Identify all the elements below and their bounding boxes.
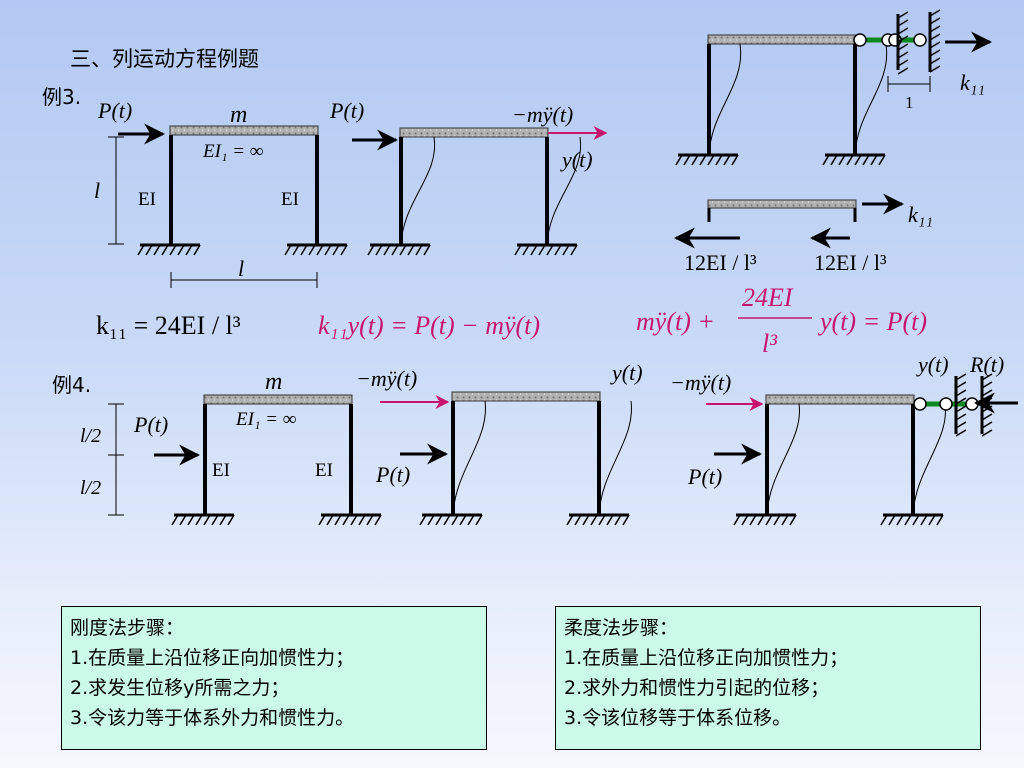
ex4-c-reaction-label: R(t) xyxy=(969,352,1004,377)
ex4-beam-rigidity: EI₁ = ∞ xyxy=(235,409,296,430)
flexibility-method-title: 柔度法步骤： xyxy=(564,617,679,639)
stiffness-method-title: 刚度法步骤： xyxy=(70,617,185,639)
flexibility-method-box: 柔度法步骤： 1.在质量上沿位移正向加惯性力； 2.求外力和惯性力引起的位移； … xyxy=(555,606,981,750)
page-title: 三、列运动方程例题 xyxy=(70,47,259,71)
ex4-b-beam xyxy=(451,391,601,402)
ex3-fbd-beam xyxy=(707,199,857,209)
ex4-column-right-label: EI xyxy=(315,460,333,481)
ex4-support-left xyxy=(171,513,235,526)
ex3-c-hinge-1 xyxy=(853,33,867,47)
ex3-eq-balance: k₁₁y(t) = P(t) − mÿ(t) xyxy=(318,311,540,340)
stiffness-step-1: 1.在质量上沿位移正向加惯性力； xyxy=(70,647,355,669)
ex3-frame-c: k₁₁ 1 xyxy=(675,9,993,166)
ex3-frame-a: 例3. P(t) m EI₁ = ∞ EI EI l xyxy=(42,85,348,288)
ex3-eq-motion: mÿ(t) + 24EI l³ y(t) = P(t) xyxy=(636,283,927,358)
ex3-c-wall-outer xyxy=(928,9,941,73)
ex3-c-support-left xyxy=(675,153,739,166)
ex4-frame-b: −mÿ(t) y(t) P(t) xyxy=(356,360,643,526)
ex4-height-dimension xyxy=(108,403,124,516)
ex3-support-left xyxy=(137,243,201,256)
ex3-eq-motion-denominator: l³ xyxy=(762,329,778,358)
ex3-c-hinge-4 xyxy=(913,33,927,47)
ex3-free-body: k₁₁ 12EI / l³ 12EI / l³ xyxy=(673,193,933,275)
ex3-label: 例3. xyxy=(42,85,81,109)
ex3-mass-label: m xyxy=(230,102,247,128)
ex4-frame-c: −mÿ(t) P(t) y(t) R(t) xyxy=(670,352,1018,526)
ex3-c-stiffness-label: k₁₁ xyxy=(960,70,985,95)
ex3-height-label: l xyxy=(94,178,100,203)
ex4-c-beam xyxy=(765,394,915,405)
ex3-c-unit-dimension xyxy=(887,76,931,92)
ex4-beam xyxy=(203,394,353,405)
ex4-b-displacement-label: y(t) xyxy=(610,360,643,385)
ex4-c-inertia-label: −mÿ(t) xyxy=(670,370,731,395)
ex4-c-hinge-2 xyxy=(939,397,953,411)
ex4-b-load-label: P(t) xyxy=(375,462,410,487)
ex3-column-left-label: EI xyxy=(138,189,156,210)
ex4-c-hinge-1 xyxy=(913,397,927,411)
ex3-span-label: l xyxy=(238,256,244,281)
ex3-frame-b: P(t) −mÿ(t) y(t) xyxy=(329,98,608,256)
ex3-beam-rigidity: EI₁ = ∞ xyxy=(202,141,263,162)
ex3-inertia-label: −mÿ(t) xyxy=(512,102,573,127)
flexibility-step-2: 2.求外力和惯性力引起的位移； xyxy=(564,677,830,699)
ex3-c-deflected-left xyxy=(708,43,742,156)
ex4-support-right xyxy=(318,513,382,526)
ex3-b-deflected-right xyxy=(546,136,582,246)
ex4-b-deflected-right xyxy=(598,400,632,516)
stiffness-step-2: 2.求发生位移y所需之力； xyxy=(70,677,290,699)
ex3-fbd-stiffness-label: k₁₁ xyxy=(908,202,933,227)
ex3-c-wall-inner xyxy=(896,11,909,75)
ex3-load-label: P(t) xyxy=(97,98,132,123)
ex4-half-lower-label: l/2 xyxy=(80,477,101,499)
ex3-c-deflected-right xyxy=(854,43,888,156)
ex4-load-label: P(t) xyxy=(133,412,168,437)
ex4-c-wall-inner xyxy=(954,373,967,437)
ex4-b-deflected-left xyxy=(452,400,486,516)
ex4-c-deflected-left xyxy=(766,403,800,516)
ex3-eq-stiffness: k₁₁ = 24EI / l³ xyxy=(96,311,241,340)
ex3-eq-motion-right: y(t) = P(t) xyxy=(817,307,927,336)
ex3-support-right xyxy=(284,243,348,256)
ex4-c-deflected-right xyxy=(912,403,946,516)
ex3-fbd-shear-left-label: 12EI / l³ xyxy=(684,250,757,275)
ex3-displacement-label: y(t) xyxy=(560,147,593,172)
ex3-eq-motion-left: mÿ(t) + xyxy=(636,307,715,336)
ex3-b-beam xyxy=(399,127,549,138)
ex4-c-load-label: P(t) xyxy=(687,464,722,489)
ex4-c-support-left xyxy=(733,513,797,526)
ex4-column-left-label: EI xyxy=(212,460,230,481)
ex4-b-support-right xyxy=(566,513,630,526)
ex3-column-right-label: EI xyxy=(281,189,299,210)
ex3-c-beam xyxy=(707,34,857,45)
stiffness-method-box: 刚度法步骤： 1.在质量上沿位移正向加惯性力； 2.求发生位移y所需之力； 3.… xyxy=(61,606,487,750)
ex3-b-support-left xyxy=(367,243,431,256)
ex3-beam xyxy=(169,125,319,136)
ex3-span-dimension xyxy=(170,272,318,288)
ex4-half-upper-label: l/2 xyxy=(80,425,101,447)
stiffness-step-3: 3.令该力等于体系外力和惯性力。 xyxy=(70,707,355,729)
ex4-b-support-left xyxy=(419,513,483,526)
ex4-c-support-right xyxy=(880,513,944,526)
flexibility-step-1: 1.在质量上沿位移正向加惯性力； xyxy=(564,647,849,669)
ex3-height-dimension xyxy=(108,136,124,245)
ex3-b-support-right xyxy=(514,243,578,256)
ex4-c-wall-outer xyxy=(980,373,993,437)
ex3-c-support-right xyxy=(822,153,886,166)
ex3-b-deflected-left xyxy=(400,136,436,246)
ex4-b-inertia-label: −mÿ(t) xyxy=(356,366,417,391)
ex4-c-displacement-label: y(t) xyxy=(916,352,949,377)
ex4-label: 例4. xyxy=(52,373,91,397)
ex3-c-unit-label: 1 xyxy=(905,93,914,112)
flexibility-step-3: 3.令该位移等于体系位移。 xyxy=(564,707,792,729)
ex4-mass-label: m xyxy=(265,369,282,395)
ex4-frame-a: 例4. m EI₁ = ∞ EI EI P(t) l/2 l/2 xyxy=(52,369,382,526)
ex3-eq-motion-numerator: 24EI xyxy=(742,283,794,312)
ex3-b-load-label: P(t) xyxy=(329,98,364,123)
ex3-fbd-shear-right-label: 12EI / l³ xyxy=(814,250,887,275)
